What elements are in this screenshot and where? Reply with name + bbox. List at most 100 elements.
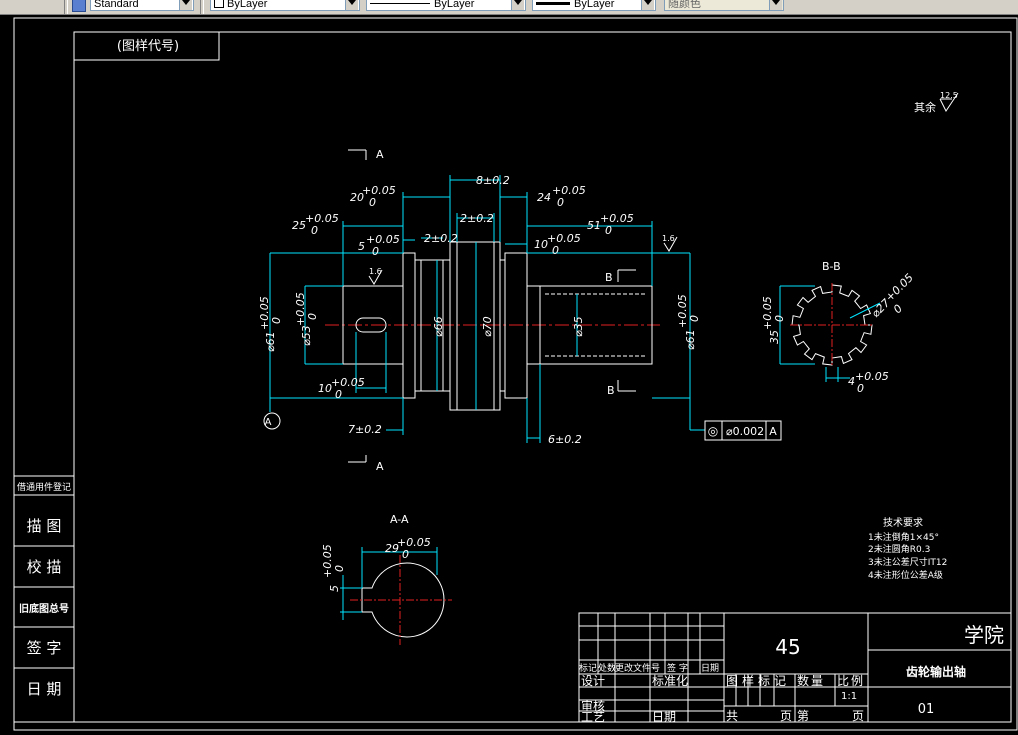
tol-low: 0 xyxy=(372,245,379,258)
tol-low: 0 xyxy=(557,196,564,209)
strip-sign-label: 签 字 xyxy=(27,639,62,657)
lineweight-sample-icon xyxy=(536,2,570,5)
dim-phi-61-b: ⌀61 xyxy=(684,329,697,350)
dimension-lines xyxy=(263,175,705,443)
dim-phi-35: ⌀35 xyxy=(572,316,585,337)
color-swatch-icon xyxy=(214,0,224,8)
roughness-rest-value: 12.5 xyxy=(940,91,958,100)
tol-low: 0 xyxy=(369,196,376,209)
svg-text:+0.05: +0.05 xyxy=(883,271,916,304)
chevron-down-icon[interactable] xyxy=(179,0,192,10)
svg-text:0: 0 xyxy=(891,302,905,316)
section-aa-view: A-A 29 +0.05 0 5 +0.05 0 xyxy=(321,513,452,645)
tol-low: 0 xyxy=(335,388,342,401)
tol-up: +0.05 xyxy=(600,212,634,225)
design-label: 设计 xyxy=(581,674,605,688)
strip-old-number-label: 旧底图总号 xyxy=(19,602,69,615)
tech-req-item: 3未注公差尺寸IT12 xyxy=(868,556,947,568)
svg-text:1.6: 1.6 xyxy=(369,267,382,276)
chevron-down-icon[interactable] xyxy=(345,0,358,10)
dimension-texts: 8±0.2 20 +0.05 0 24 +0.05 0 2±0.2 25 +0.… xyxy=(258,174,701,446)
svg-text:0: 0 xyxy=(333,565,346,572)
weight-label: 数量 xyxy=(797,673,825,688)
toolbar-separator xyxy=(64,0,68,14)
tol-low: 0 xyxy=(605,224,612,237)
title-block: 45 学院 齿轮输出轴 01 标记 处数 更改文件号 签 字 日期 设计 标准化… xyxy=(578,612,1012,724)
svg-text:+0.05: +0.05 xyxy=(397,536,431,549)
lineweight-value: ByLayer xyxy=(574,0,615,10)
dim-8: 8±0.2 xyxy=(476,174,510,187)
tech-req-item: 4未注形位公差A级 xyxy=(868,569,943,581)
dim-10-a: 10 xyxy=(534,238,548,251)
strip-date-label: 日 期 xyxy=(27,680,62,698)
tol-up: +0.05 xyxy=(552,184,586,197)
layer-color-value: ByLayer xyxy=(227,0,268,10)
svg-text:A: A xyxy=(376,148,384,161)
drawing-number: 01 xyxy=(918,702,935,717)
dim-7: 7±0.2 xyxy=(348,423,382,436)
drawing-code-label: (图样代号) xyxy=(117,39,179,54)
strip-tracing-label: 描 图 xyxy=(27,517,62,535)
svg-text:共: 共 xyxy=(726,709,738,723)
text-style-icon[interactable] xyxy=(72,0,86,12)
tolerance-datum: A xyxy=(769,425,777,438)
tolerance-value: ⌀0.002 xyxy=(726,425,764,438)
svg-text:4: 4 xyxy=(848,375,855,388)
tol-low: 0 xyxy=(270,317,283,324)
svg-text:更改文件号: 更改文件号 xyxy=(615,662,660,674)
stage-mark-label: 图样标记 xyxy=(726,673,790,688)
svg-text:0: 0 xyxy=(402,548,409,561)
svg-text:29: 29 xyxy=(385,542,399,555)
linetype-select[interactable]: ByLayer xyxy=(366,0,526,11)
toolbar-separator xyxy=(200,0,204,14)
text-style-select[interactable]: Standard xyxy=(90,0,194,11)
dim-51: 51 xyxy=(587,219,601,232)
standardize-label: 标准化 xyxy=(652,674,688,688)
line-sample-icon xyxy=(370,3,430,4)
part-name: 齿轮输出轴 xyxy=(906,664,966,679)
shaft-main-view xyxy=(325,241,660,411)
tol-up: +0.05 xyxy=(362,184,396,197)
svg-text:签 字: 签 字 xyxy=(667,662,688,674)
chevron-down-icon[interactable] xyxy=(641,0,654,10)
svg-text:+0.05: +0.05 xyxy=(321,544,334,578)
dim-5: 5 xyxy=(358,240,365,253)
drawing-code-box xyxy=(73,31,220,61)
date-label: 日期 xyxy=(652,710,676,724)
dim-phi-70: ⌀70 xyxy=(481,316,494,337)
svg-text:0: 0 xyxy=(773,315,786,322)
dim-2-b: 2±0.2 xyxy=(424,232,458,245)
drawing-canvas[interactable]: (图样代号) 借通用件登记 描 图 校 描 旧底图总号 签 字 日 期 其余 1… xyxy=(0,14,1018,735)
layer-color-select[interactable]: ByLayer xyxy=(210,0,360,11)
svg-text:35: 35 xyxy=(768,330,781,344)
view-aa-label: A-A xyxy=(390,513,409,526)
geometric-tolerance-frame: ◎ ⌀0.002 A xyxy=(704,420,782,441)
tol-up: +0.05 xyxy=(258,296,271,330)
sheet-outer-border xyxy=(13,17,1018,731)
material-value: 45 xyxy=(775,635,800,659)
tol-up: +0.05 xyxy=(547,232,581,245)
properties-toolbar: Standard ByLayer ByLayer ByLayer 随颜色 xyxy=(0,0,1018,15)
review-label: 审核 xyxy=(581,698,605,713)
tol-low: 0 xyxy=(552,244,559,257)
plot-style-select[interactable]: 随颜色 xyxy=(664,0,784,11)
dim-20: 20 xyxy=(350,191,364,204)
lineweight-select[interactable]: ByLayer xyxy=(532,0,656,11)
chevron-down-icon[interactable] xyxy=(511,0,524,10)
svg-text:+0.05: +0.05 xyxy=(761,296,774,330)
text-style-value: Standard xyxy=(94,0,139,10)
dim-phi-53: ⌀53 xyxy=(300,325,313,346)
dim-6: 6±0.2 xyxy=(548,433,582,446)
tech-req-title: 技术要求 xyxy=(883,516,923,529)
strip-check-tracing-label: 校 描 xyxy=(27,558,62,576)
tol-up: +0.05 xyxy=(676,294,689,328)
section-bb-view: B-B 35 +0.05 0 ⌀27 +0.05 0 4 +0.05 0 xyxy=(761,260,916,395)
svg-text:页: 页 xyxy=(780,709,792,723)
svg-text:B: B xyxy=(605,271,613,284)
chevron-down-icon[interactable] xyxy=(769,0,782,10)
left-strip: 借通用件登记 描 图 校 描 旧底图总号 签 字 日 期 xyxy=(14,475,74,698)
tech-req-item: 1未注倒角1×45° xyxy=(868,531,939,543)
roughness-rest-label: 其余 xyxy=(914,100,936,114)
datum-letter: A xyxy=(265,417,272,428)
tol-low: 0 xyxy=(688,315,701,322)
